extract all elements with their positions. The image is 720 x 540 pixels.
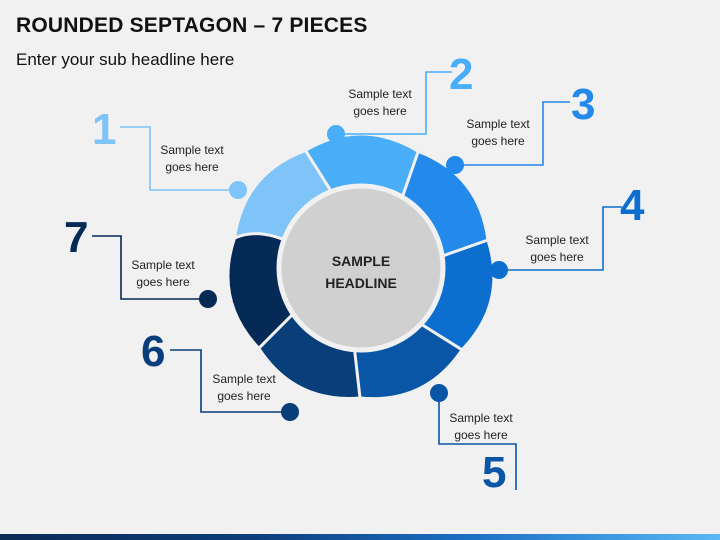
callout-5: 5 Sample text goes here	[430, 384, 517, 497]
callout-2-text-line1: Sample text	[348, 87, 412, 101]
callout-3-connector	[455, 101, 570, 166]
callout-1-number: 1	[92, 105, 116, 154]
callout-2-text-line2: goes here	[353, 104, 407, 118]
center-headline-line1: SAMPLE	[332, 253, 390, 269]
callout-2-dot	[327, 125, 345, 143]
callout-5-connector	[438, 393, 517, 490]
callout-1-connector	[120, 126, 238, 191]
callout-3-text-line2: goes here	[471, 134, 525, 148]
callout-2-connector	[336, 71, 452, 135]
callout-1-text-line1: Sample text	[160, 143, 224, 157]
callout-6-dot	[281, 403, 299, 421]
callout-4: 4 Sample text goes here	[490, 181, 645, 279]
footer-gradient-bar	[0, 534, 720, 540]
callout-7-number: 7	[64, 213, 88, 262]
callout-4-text-line2: goes here	[530, 250, 584, 264]
callout-5-number: 5	[482, 448, 506, 497]
callout-3-dot	[446, 156, 464, 174]
callout-5-text-line2: goes here	[454, 428, 508, 442]
center-headline-line2: HEADLINE	[325, 275, 397, 291]
callout-3-number: 3	[571, 80, 595, 129]
callout-6: 6 Sample text goes here	[141, 327, 299, 421]
callout-1-dot	[229, 181, 247, 199]
callout-7-text-line1: Sample text	[131, 258, 195, 272]
callout-3-text-line1: Sample text	[466, 117, 530, 131]
callout-6-text-line1: Sample text	[212, 372, 276, 386]
page-title: ROUNDED SEPTAGON – 7 PIECES	[16, 14, 368, 37]
callout-5-dot	[430, 384, 448, 402]
callout-4-connector	[499, 206, 622, 271]
callout-3: 3 Sample text goes here	[446, 80, 595, 174]
callout-1: 1 Sample text goes here	[92, 105, 247, 199]
callout-6-connector	[170, 349, 290, 413]
callout-1-text-line2: goes here	[165, 160, 219, 174]
callout-6-number: 6	[141, 327, 165, 376]
callout-6-text-line2: goes here	[217, 389, 271, 403]
callout-5-text-line1: Sample text	[449, 411, 513, 425]
callout-7: 7 Sample text goes here	[64, 213, 217, 308]
callout-7-text-line2: goes here	[136, 275, 190, 289]
callout-7-dot	[199, 290, 217, 308]
callout-2-number: 2	[449, 50, 473, 99]
callout-7-connector	[92, 235, 208, 300]
callout-2: 2 Sample text goes here	[327, 50, 473, 143]
callout-4-dot	[490, 261, 508, 279]
callouts: 1 Sample text goes here 2 Sample text go…	[64, 50, 645, 497]
callout-4-text-line1: Sample text	[525, 233, 589, 247]
callout-4-number: 4	[620, 181, 645, 230]
center-circle	[276, 183, 446, 353]
page-subtitle: Enter your sub headline here	[16, 50, 235, 69]
